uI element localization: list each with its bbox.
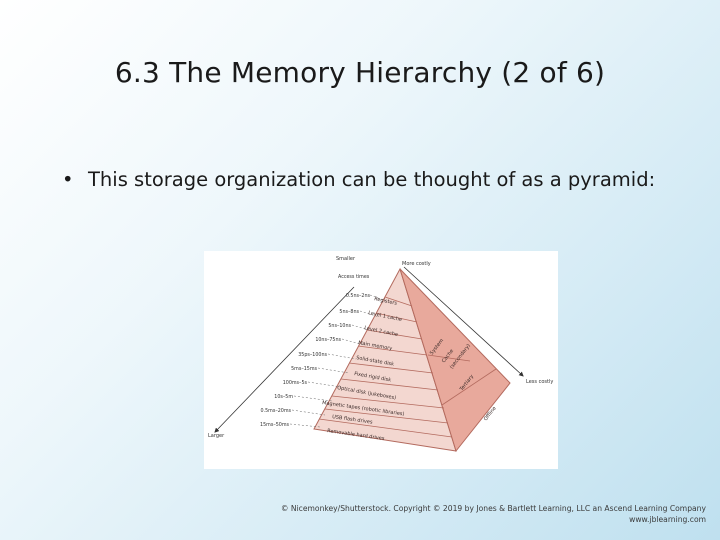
level-dividers [318,296,497,438]
level-main-memory: Main memory [358,340,393,352]
access-time-3: 5ns–10ns [328,323,351,329]
access-time-2: 5ns–8ns [339,309,359,315]
larger-label: Larger [208,433,225,439]
size-arrow [214,286,355,433]
bullet-item: • This storage organization can be thoug… [62,165,682,194]
more-costly-label: More costly [402,261,431,267]
access-time-6: 5ms–15ms [291,366,317,372]
footer-copyright: © Nicemonkey/Shutterstock. Copyright © 2… [280,504,706,513]
slide-title: 6.3 The Memory Hierarchy (2 of 6) [114,56,606,89]
footer: © Nicemonkey/Shutterstock. Copyright © 2… [281,503,706,525]
access-time-5: 35ps–100ns [298,352,327,358]
level-usb-flash: USB flash drives [332,414,374,426]
access-times-label: Access times [338,274,370,280]
smaller-label: Smaller [336,256,356,262]
bullet-text: This storage organization can be thought… [88,168,656,191]
access-time-7: 100ms–5s [283,380,308,386]
access-time-10: 15ms–50ms [260,422,289,428]
memory-hierarchy-figure: Smaller Access times More costly Less co… [204,251,558,469]
access-time-9: 0.5ms–20ms [261,408,292,414]
access-time-8: 10s–5m [274,394,293,400]
less-costly-label: Less costly [526,379,553,385]
access-time-1: 0.5ns–2ns [346,293,371,299]
access-time-4: 10ns–75ns [315,337,341,343]
leader-lines [289,294,387,428]
pyramid-diagram: Smaller Access times More costly Less co… [208,256,553,453]
bullet-marker: • [62,168,74,191]
cost-arrow [403,266,524,377]
footer-url: www.jblearning.com [629,515,706,524]
access-time-labels: 0.5ns–2ns 5ns–8ns 5ns–10ns 10ns–75ns 35p… [260,293,370,428]
pyramid-side-face [399,268,511,453]
level-registers: Registers [374,296,398,307]
